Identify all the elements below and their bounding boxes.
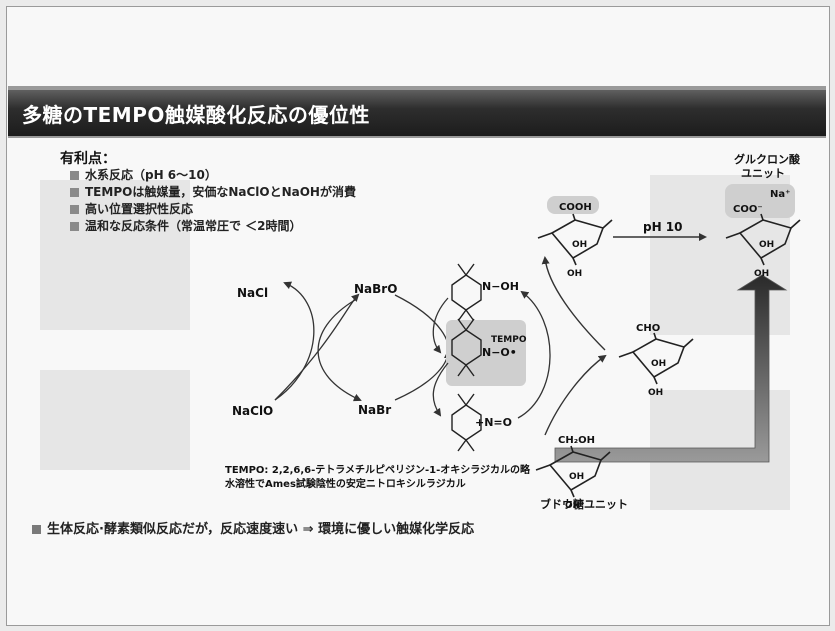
oxoammonium-label: +N=O (475, 416, 512, 429)
oh-label: OH (651, 359, 666, 369)
advantage-item: 水系反応（pH 6～10） (70, 167, 356, 184)
tempo-species (446, 263, 526, 452)
aldehyde-sugar (618, 332, 694, 385)
glucuronic-label: ユニット (741, 167, 785, 180)
oh-label: OH (569, 472, 584, 482)
advantage-item: TEMPOは触媒量，安価なNaClOとNaOHが消費 (70, 184, 356, 201)
oh-label: OH (572, 240, 587, 250)
tempo-radical-label: N−O• (482, 346, 517, 359)
tempo-note: 水溶性でAmes試験陰性の安定ニトロキシルラジカル (224, 477, 466, 490)
cooh-label: COOH (559, 202, 592, 213)
tempo-radical-tag: TEMPO (491, 335, 527, 345)
sodium-label: Na⁺ (770, 189, 790, 200)
tempo-note: TEMPO: 2,2,6,6-テトラメチルピペリジン-1-オキシラジカルの略 (225, 463, 531, 476)
tempo-cycle-arrows (432, 290, 551, 419)
oh-label: OH (567, 269, 582, 279)
big-arrow (554, 274, 788, 463)
ph-label: pH 10 (643, 220, 683, 234)
glucuronic-label: グルクロン酸 (734, 152, 801, 166)
glucose-sugar (535, 445, 611, 498)
naclo-label: NaClO (232, 404, 273, 418)
oxidation-arrows (541, 233, 707, 436)
hydroxylamine-label: N−OH (482, 280, 519, 293)
nacl-label: NaCl (237, 286, 268, 300)
oh-label: OH (648, 388, 663, 398)
title-bar (8, 86, 826, 138)
oh-label: OH (565, 501, 580, 511)
nabro-label: NaBrO (354, 282, 397, 296)
ch2oh-label: CH₂OH (558, 435, 595, 446)
conclusion-line: 生体反応·酵素類似反応だが，反応速度速い ⇒ 環境に優しい触媒化学反応 (32, 518, 474, 537)
chlorine-bromine-cycle (274, 281, 452, 402)
background-decoration (40, 180, 190, 330)
uronic-acid-sugar (537, 196, 613, 266)
advantage-item: 高い位置選択性反応 (70, 201, 356, 218)
advantages-heading: 有利点： (60, 151, 116, 167)
slide-title: 多糖のTEMPO触媒酸化反応の優位性 (22, 103, 370, 127)
carboxylate-label: COO⁻ (733, 204, 763, 215)
nabr-label: NaBr (358, 403, 391, 417)
advantages-list: 水系反応（pH 6～10） TEMPOは触媒量，安価なNaClOとNaOHが消費… (70, 167, 356, 235)
advantage-item: 温和な反応条件（常温常圧で ＜2時間） (70, 218, 356, 235)
background-decoration (40, 370, 190, 470)
oh-label: OH (754, 269, 769, 279)
glucose-unit-label: ブドウ糖ユニット (540, 497, 628, 511)
oh-label: OH (759, 240, 774, 250)
glucuronic-sugar (725, 184, 801, 266)
cho-label: CHO (636, 323, 660, 334)
